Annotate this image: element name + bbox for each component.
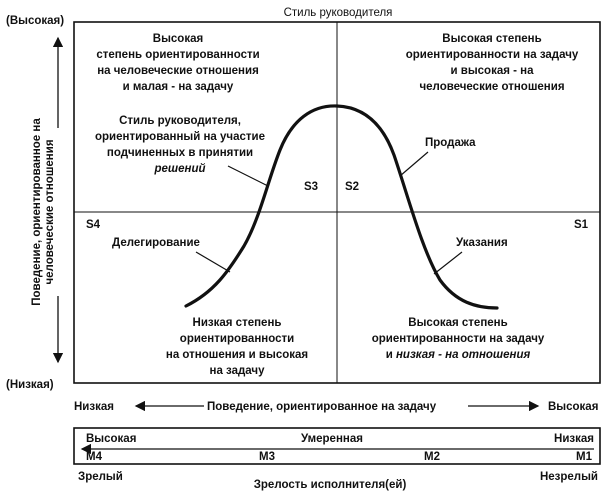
svg-text:и малая - на задачу: и малая - на задачу <box>123 81 234 93</box>
selling-label: Продажа <box>425 137 476 149</box>
style-s4-label: S4 <box>86 219 101 231</box>
svg-text:и низкая - на отношения: и низкая - на отношения <box>386 349 531 361</box>
style-s3-label: S3 <box>304 181 318 193</box>
y-axis-label-line2: человеческие отношения <box>44 139 56 284</box>
maturity-level-m4: M4 <box>86 451 103 463</box>
quadrant-top-right-text: Высокая степень ориентированности на зад… <box>406 33 579 93</box>
maturity-axis-label: Зрелость исполнителя(ей) <box>254 479 407 491</box>
participating-leader-line <box>227 165 269 187</box>
svg-text:на человеческие отношения: на человеческие отношения <box>97 65 259 77</box>
maturity-moderate-label: Умеренная <box>301 433 363 445</box>
y-axis-high-label: (Высокая) <box>6 15 64 27</box>
svg-text:степень ориентированности: степень ориентированности <box>96 49 259 61</box>
svg-text:на отношения и высокая: на отношения и высокая <box>166 349 308 361</box>
leadership-style-curve <box>184 104 499 310</box>
maturity-immature-label: Незрелый <box>540 471 598 483</box>
quadrant-top-left-text: Высокая степень ориентированности на чел… <box>96 33 259 93</box>
y-axis-label-line1: Поведение, ориентированное на <box>31 118 43 306</box>
telling-label: Указания <box>456 237 508 249</box>
svg-text:человеческие отношения: человеческие отношения <box>419 81 564 93</box>
maturity-level-m2: M2 <box>424 451 440 463</box>
svg-text:ориентированности на задачу: ориентированности на задачу <box>372 333 545 345</box>
style-s2-label: S2 <box>345 181 359 193</box>
maturity-low-label: Низкая <box>554 433 594 445</box>
x-axis-low-label: Низкая <box>74 401 114 413</box>
selling-leader-line <box>399 151 429 177</box>
x-axis-label: Поведение, ориентированное на задачу <box>207 401 437 413</box>
svg-text:Низкая степень: Низкая степень <box>193 317 282 329</box>
svg-text:Высокая: Высокая <box>153 33 203 45</box>
y-axis-low-label: (Низкая) <box>6 379 54 391</box>
style-s1-label: S1 <box>574 219 589 231</box>
quadrant-bottom-right-text: Высокая степень ориентированности на зад… <box>372 317 545 361</box>
quadrant-bottom-left-text: Низкая степень ориентированности на отно… <box>166 317 308 377</box>
svg-text:ориентированности на задачу: ориентированности на задачу <box>406 49 579 61</box>
x-axis-high-label: Высокая <box>548 401 598 413</box>
svg-text:Стиль руководителя,: Стиль руководителя, <box>119 115 241 127</box>
delegating-leader-line <box>195 251 231 273</box>
maturity-level-m3: M3 <box>259 451 275 463</box>
telling-leader-line <box>433 251 463 275</box>
svg-text:Высокая степень: Высокая степень <box>442 33 541 45</box>
svg-text:ориентированный на участие: ориентированный на участие <box>95 131 265 143</box>
participating-style-label: Стиль руководителя, ориентированный на у… <box>95 115 265 175</box>
svg-text:решений: решений <box>153 163 205 175</box>
maturity-level-m1: M1 <box>576 451 593 463</box>
svg-text:подчиненных в принятии: подчиненных в принятии <box>107 147 253 159</box>
svg-text:на задачу: на задачу <box>210 365 266 377</box>
delegating-label: Делегирование <box>112 237 200 249</box>
svg-text:ориентированности: ориентированности <box>180 333 294 345</box>
maturity-scale-box <box>73 427 601 465</box>
diagram-title: Стиль руководителя <box>284 7 393 19</box>
svg-text:и высокая - на: и высокая - на <box>451 65 535 77</box>
maturity-mature-label: Зрелый <box>78 471 123 483</box>
maturity-high-label: Высокая <box>86 433 136 445</box>
svg-text:Высокая степень: Высокая степень <box>408 317 507 329</box>
